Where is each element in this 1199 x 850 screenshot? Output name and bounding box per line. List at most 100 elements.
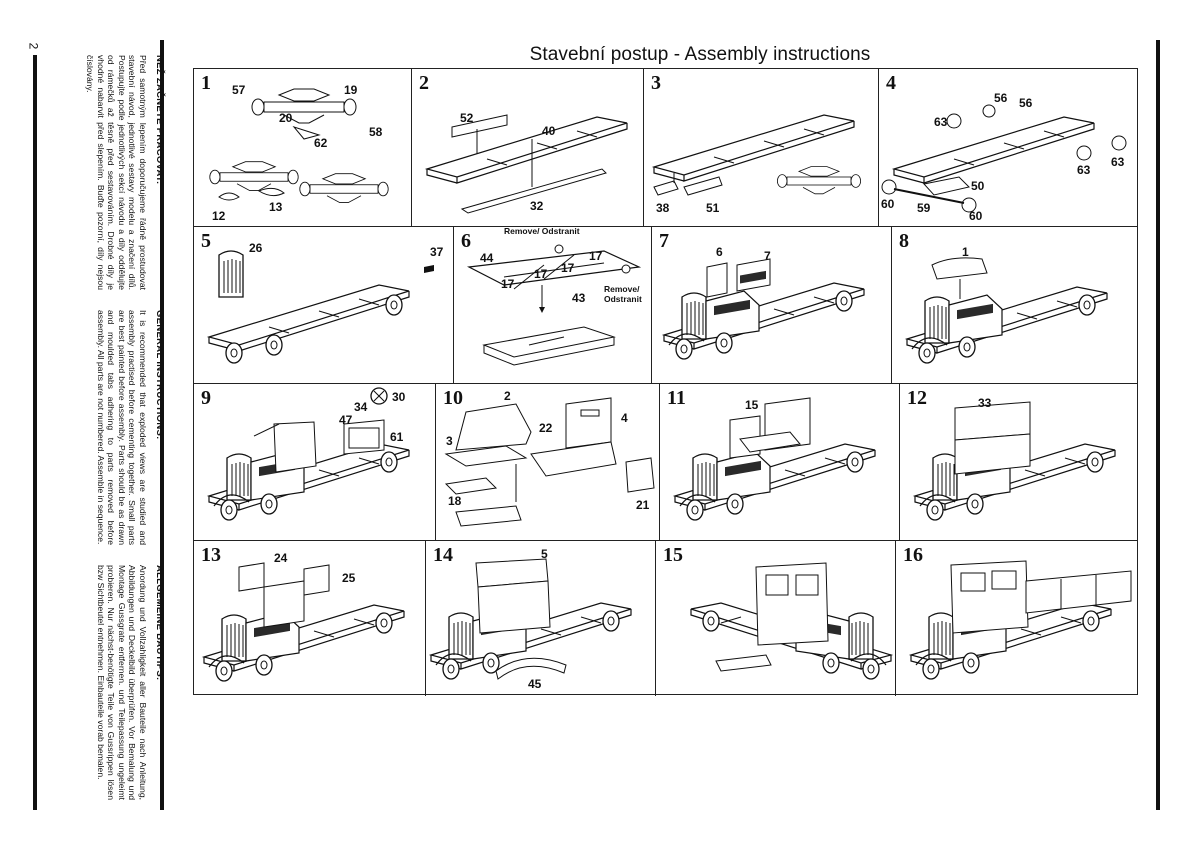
part-label: 44 (480, 251, 494, 265)
step-2-panel: 2 52 40 32 (412, 69, 644, 226)
part-label: 52 (460, 111, 474, 125)
part-label: 61 (390, 430, 404, 444)
part-label: 62 (314, 136, 328, 150)
section-text: Anordung und Vollzahligkeit aller Bautei… (95, 565, 148, 800)
part-label: 60 (881, 197, 895, 211)
step-5-drawing (208, 250, 434, 364)
step-12-drawing (900, 401, 1139, 540)
step-11-drawing (660, 397, 900, 540)
step-1-drawing (209, 88, 389, 204)
part-label: 17 (589, 249, 603, 263)
step-5-panel: 5 26 37 (194, 227, 454, 383)
assembly-steps-grid: 1 57 19 20 58 62 12 13 2 52 40 32 (193, 68, 1138, 696)
step-6-panel: 6 Remove/ Odstranit Remove/ Odstranit 44… (454, 227, 652, 383)
part-label: 3 (446, 434, 453, 448)
step-15-panel: 15 (656, 541, 896, 696)
steps-row-3: 9 34 30 47 61 10 2 3 22 4 18 (194, 384, 1137, 541)
part-label: 63 (1111, 155, 1125, 169)
section-czech: NEŽ ZAČNETE PRACOVAT: Před samotným lepe… (30, 45, 165, 300)
right-rule (1156, 40, 1160, 810)
part-label: 30 (392, 390, 406, 404)
part-label: 50 (971, 179, 985, 193)
part-label: 4 (621, 411, 628, 425)
step-number: 9 (201, 387, 211, 409)
part-label: 12 (212, 209, 226, 223)
step-number: 12 (907, 387, 927, 409)
step-number: 11 (667, 387, 686, 409)
left-rule (33, 55, 37, 810)
part-label: 17 (501, 277, 515, 291)
steps-row-4: 13 24 25 14 5 45 15 (194, 541, 1137, 696)
step-11-panel: 11 15 (660, 384, 900, 540)
step-7-drawing (652, 258, 892, 383)
part-label: 13 (269, 200, 283, 214)
step-1-panel: 1 57 19 20 58 62 12 13 (194, 69, 412, 226)
page-title: Stavební postup - Assembly instructions (529, 44, 871, 65)
part-label: 25 (342, 571, 356, 585)
step-number: 13 (201, 544, 221, 566)
middle-rule (160, 40, 164, 810)
part-label: 43 (572, 291, 586, 305)
step-16-panel: 16 (896, 541, 1139, 696)
step-number: 15 (663, 544, 683, 566)
part-label: 51 (706, 201, 720, 215)
step-3-drawing (653, 114, 861, 196)
remove-note: Remove/ Odstranit (504, 227, 580, 236)
part-label: 18 (448, 494, 462, 508)
steps-row-2: 5 26 37 6 Remove/ Odstranit Remove/ Odst… (194, 227, 1137, 384)
part-label: 26 (249, 241, 263, 255)
step-12-panel: 12 33 (900, 384, 1139, 540)
step-number: 10 (443, 387, 463, 409)
part-label: 34 (354, 400, 368, 414)
step-number: 5 (201, 230, 211, 252)
step-number: 6 (461, 230, 471, 252)
step-number: 8 (899, 230, 909, 252)
step-6-drawing (466, 244, 642, 366)
step-7-panel: 7 6 7 (652, 227, 892, 383)
part-label: 38 (656, 201, 670, 215)
step-8-panel: 8 1 (892, 227, 1139, 383)
part-label: 56 (1019, 96, 1033, 110)
part-label: 58 (369, 125, 383, 139)
part-label: 40 (542, 124, 556, 138)
step-number: 2 (419, 72, 429, 94)
part-label: 22 (539, 421, 553, 435)
part-label: 20 (279, 111, 293, 125)
part-label: 33 (978, 396, 992, 410)
part-label: 47 (339, 413, 353, 427)
section-text: Před samotným lepením doporučujeme řádně… (85, 55, 148, 290)
step-14-panel: 14 5 45 (426, 541, 656, 696)
part-label: 6 (716, 245, 723, 259)
part-label: 56 (994, 91, 1008, 105)
step-9-panel: 9 34 30 47 61 (194, 384, 436, 540)
step-number: 14 (433, 544, 453, 566)
part-label: 21 (636, 498, 650, 512)
step-15-drawing (656, 562, 896, 696)
step-2-drawing (426, 114, 628, 214)
part-label: 15 (745, 398, 759, 412)
part-label: 63 (1077, 163, 1091, 177)
step-10-drawing (444, 397, 655, 527)
step-13-panel: 13 24 25 (194, 541, 426, 696)
part-label: 59 (917, 201, 931, 215)
part-label: 19 (344, 83, 358, 97)
part-label: 32 (530, 199, 544, 213)
step-10-panel: 10 2 3 22 4 18 21 (436, 384, 660, 540)
part-label: 2 (504, 389, 511, 403)
part-label: 63 (934, 115, 948, 129)
step-9-drawing (194, 387, 436, 540)
instructions-sidebar: NEŽ ZAČNETE PRACOVAT: Před samotným lepe… (30, 45, 165, 810)
part-label: 24 (274, 551, 288, 565)
step-number: 1 (201, 72, 211, 94)
part-label: 57 (232, 83, 246, 97)
step-4-panel: 4 56 56 63 63 63 50 60 59 60 (879, 69, 1139, 226)
part-label: 5 (541, 547, 548, 561)
section-german: ALLGEMEINE BAUTIPS: Anordung und Vollzah… (30, 555, 165, 810)
part-label: 37 (430, 245, 444, 259)
remove-note: Remove/ Odstranit (604, 284, 642, 304)
step-8-drawing (892, 257, 1139, 383)
section-english: GENERAL INSTRUCTIONS: It is recommended … (30, 300, 165, 555)
step-number: 7 (659, 230, 669, 252)
step-13-drawing (194, 562, 426, 696)
steps-row-1: 1 57 19 20 58 62 12 13 2 52 40 32 (194, 69, 1137, 227)
